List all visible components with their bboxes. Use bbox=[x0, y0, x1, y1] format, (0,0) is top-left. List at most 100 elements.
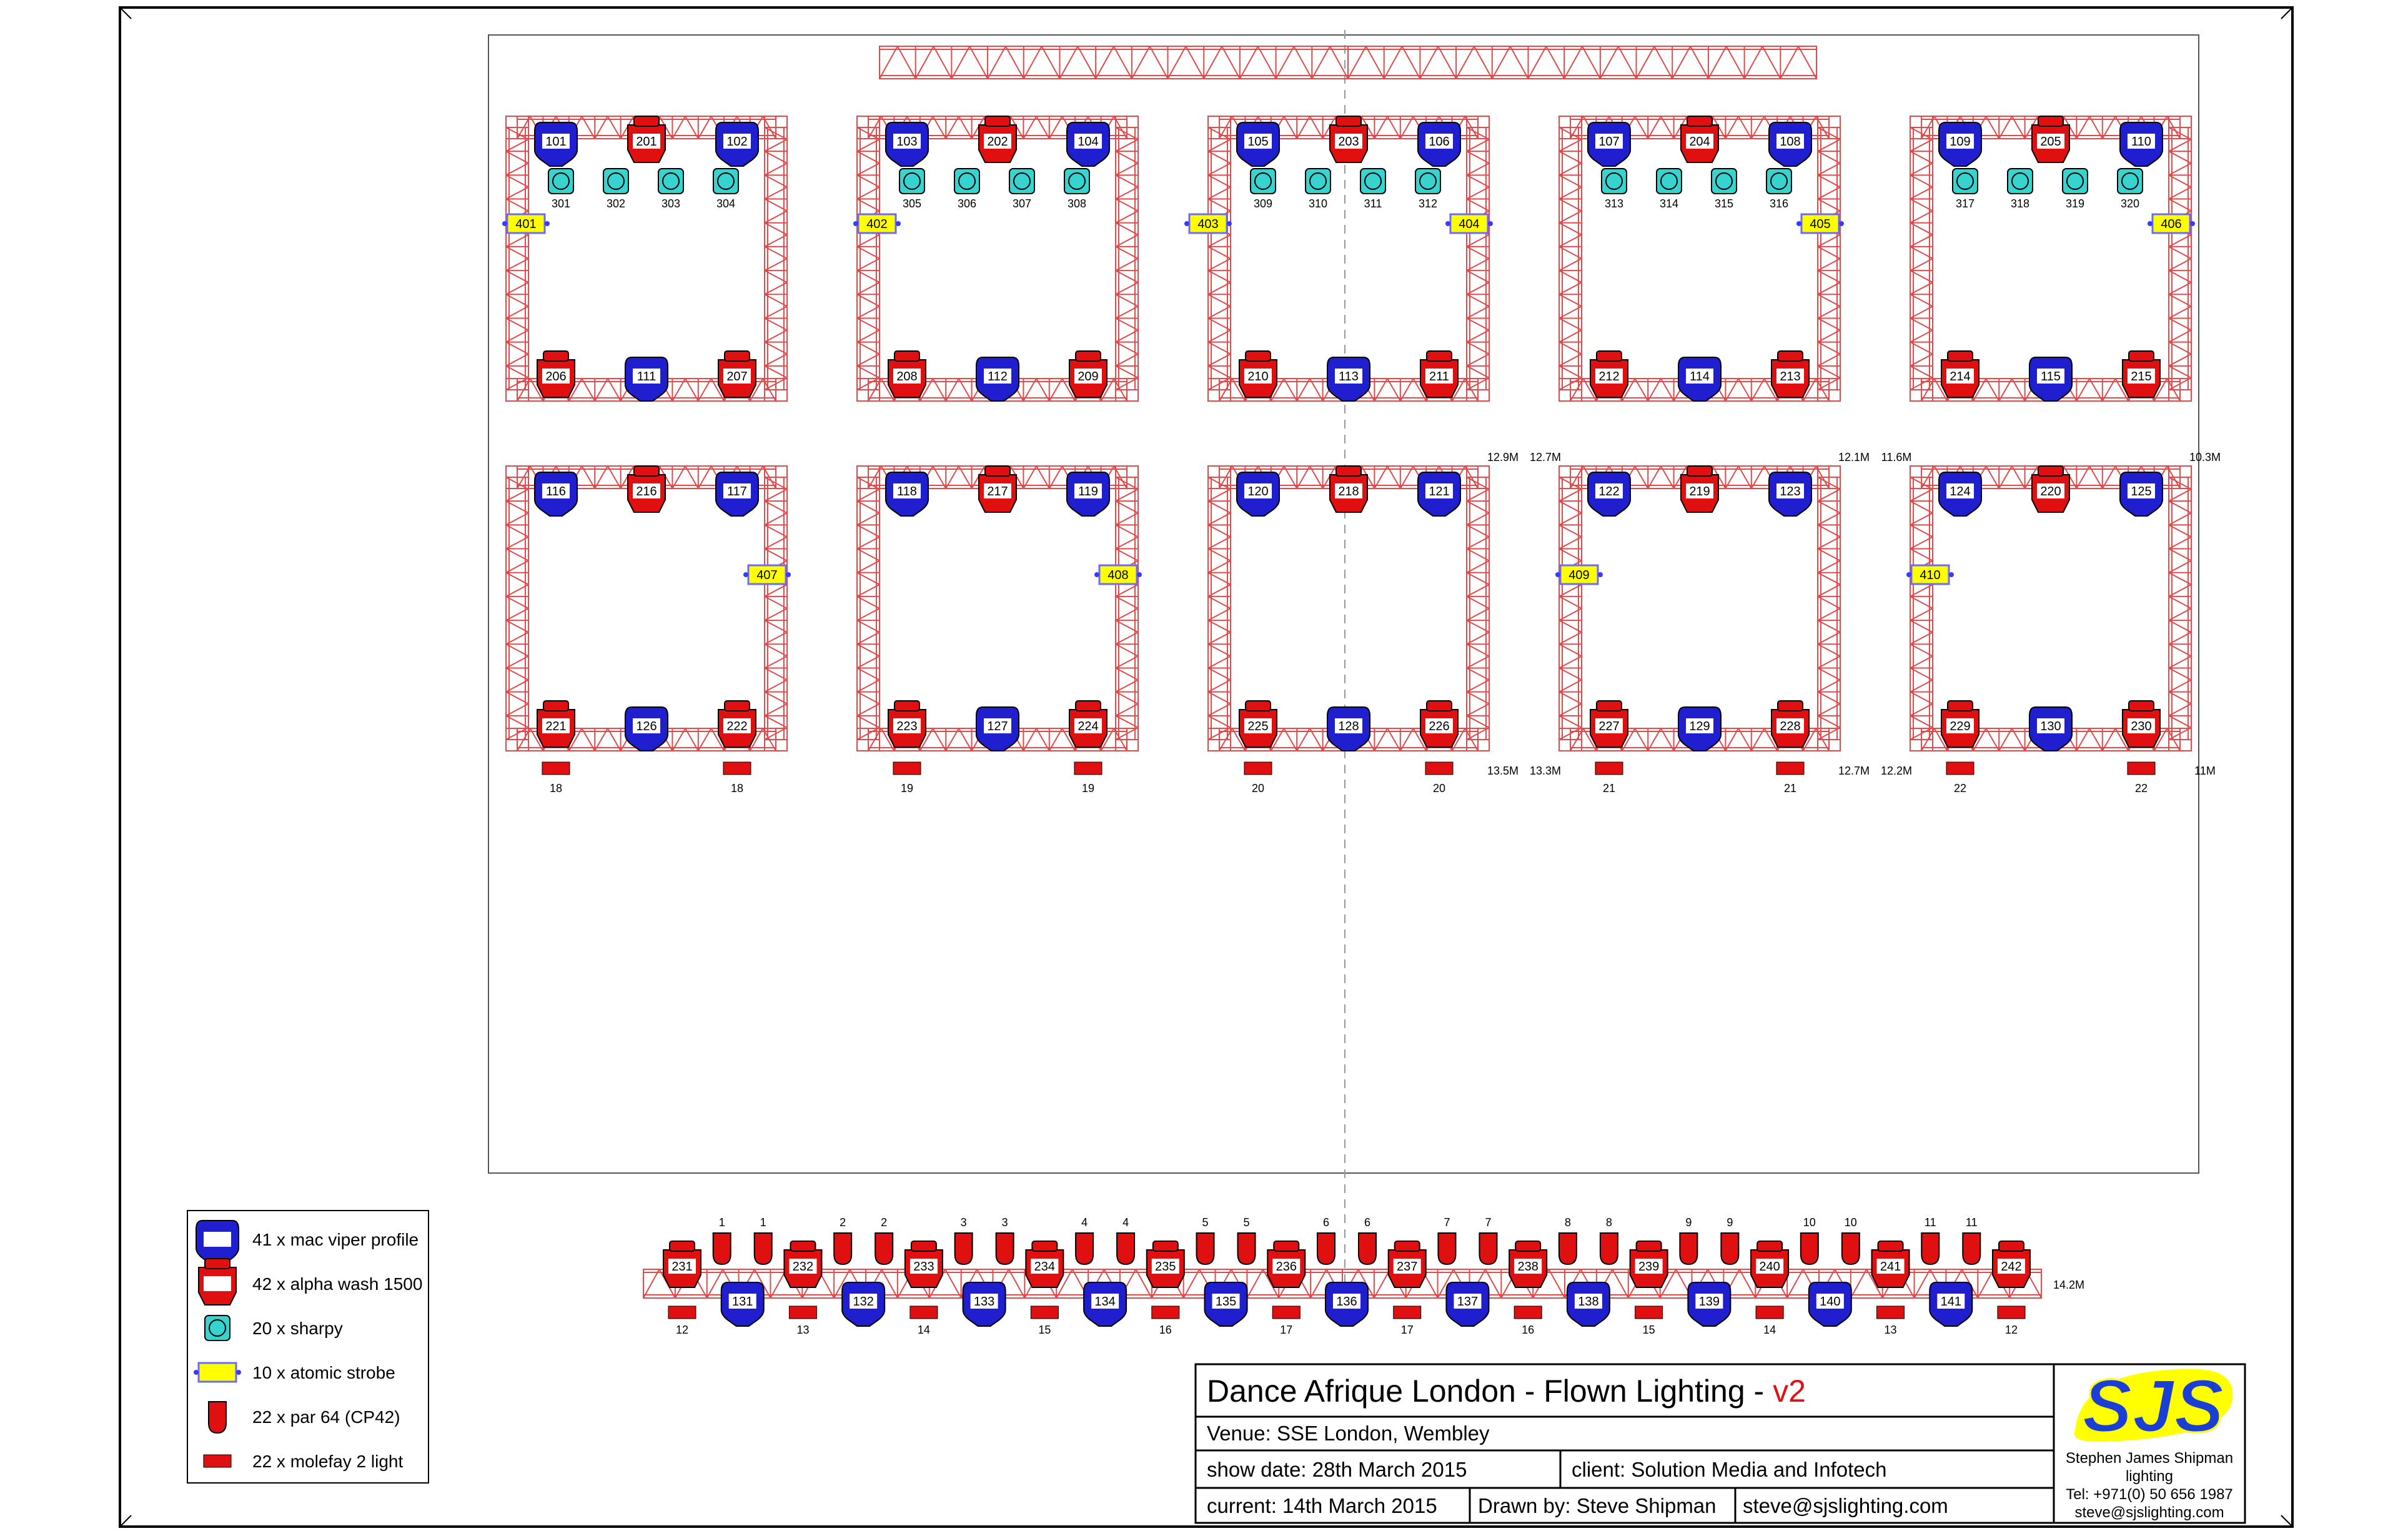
pod-truss-top-web bbox=[607, 116, 622, 139]
alpha-yoke bbox=[633, 465, 660, 477]
viper-fixture-label: 110 bbox=[2131, 135, 2151, 149]
pod-truss-top-web bbox=[1673, 465, 1688, 489]
fixture-label-box bbox=[1335, 134, 1362, 149]
molefay-fixture bbox=[1876, 1306, 1905, 1319]
sharpy-fixture bbox=[1360, 168, 1386, 194]
legend-item-label: 10 x atomic strobe bbox=[252, 1363, 395, 1382]
pod-truss-right-web bbox=[1817, 655, 1841, 669]
pod-truss-right-web bbox=[764, 317, 788, 331]
par-body bbox=[1599, 1232, 1618, 1266]
pod-truss-right-web bbox=[764, 667, 788, 681]
molefay-number: 16 bbox=[1522, 1324, 1534, 1336]
sharpy-lens bbox=[2066, 172, 2084, 190]
alpha-yoke bbox=[1756, 1241, 1783, 1252]
fixture-label-box bbox=[2037, 718, 2064, 733]
pod-truss-top-web bbox=[1360, 465, 1375, 489]
pod-truss-bottom-web bbox=[1998, 378, 2013, 402]
pod-truss-left bbox=[1558, 127, 1582, 390]
fixture-label-box bbox=[1074, 718, 1102, 733]
fixture-label-box bbox=[1074, 134, 1102, 149]
pod-truss-left-web bbox=[1910, 127, 1933, 140]
pod-truss-right-web bbox=[2168, 632, 2192, 645]
fixture-label-box bbox=[728, 1294, 756, 1309]
fixture-label-box bbox=[1335, 483, 1362, 498]
par-fixture bbox=[1800, 1232, 1819, 1266]
molefay-body bbox=[1997, 1306, 2026, 1319]
pod-truss-right bbox=[2168, 477, 2192, 740]
alpha-fixture: 205 bbox=[2031, 116, 2070, 163]
molefay-body bbox=[1635, 1306, 1663, 1319]
pod-truss-top-web bbox=[620, 116, 635, 139]
molefay-body bbox=[2127, 761, 2156, 775]
pod-truss-right-web bbox=[764, 186, 788, 200]
molefay-fixture bbox=[1946, 761, 1974, 775]
par-fixture bbox=[995, 1232, 1014, 1266]
pod-truss-left-web bbox=[856, 488, 880, 502]
pod-truss-bottom-web bbox=[2153, 728, 2168, 751]
front-truss-segment-web bbox=[1913, 1269, 1931, 1299]
drawing-border bbox=[119, 6, 2294, 1528]
pod-truss-bottom-web bbox=[1270, 378, 1285, 402]
pod-truss-left-web bbox=[1910, 477, 1933, 490]
pod-truss-right-web bbox=[2168, 583, 2192, 597]
pod-truss-top-web bbox=[1634, 465, 1649, 489]
sharpy-number: 311 bbox=[1364, 197, 1382, 210]
molefay-body bbox=[1776, 761, 1805, 775]
drawing-title-text: Dance Afrique London - Flown Lighting - bbox=[1207, 1374, 1773, 1409]
viper-fixture-label: 116 bbox=[546, 485, 566, 498]
viper-fixture: 138 bbox=[1566, 1282, 1610, 1327]
fixture-label-box bbox=[1393, 1259, 1421, 1274]
pod-truss-left-web bbox=[1910, 222, 1933, 235]
strobe-clamp bbox=[502, 221, 507, 226]
pod-truss-left-web bbox=[856, 246, 880, 259]
pod-truss-left-web bbox=[1558, 548, 1582, 562]
pod-truss-bottom-web bbox=[697, 378, 712, 402]
sharpy-lens bbox=[1309, 172, 1327, 190]
sharpy-number: 319 bbox=[2066, 197, 2084, 210]
molefay-fixture bbox=[1074, 761, 1102, 775]
alpha-yoke bbox=[1273, 1241, 1300, 1252]
pod-truss-bottom-web bbox=[1763, 378, 1778, 402]
pod-truss-left-web bbox=[1207, 596, 1231, 609]
upstage-truss-segment-web bbox=[1023, 46, 1043, 79]
pod-truss-left-web bbox=[1207, 234, 1231, 247]
pod-truss-right bbox=[1115, 477, 1139, 740]
viper-fixture-label: 103 bbox=[896, 135, 917, 149]
molefay-body bbox=[723, 761, 751, 775]
strobe-clamp bbox=[1839, 221, 1844, 226]
viper-fixture: 122 bbox=[1587, 472, 1631, 517]
pod-truss-right-web bbox=[1115, 655, 1139, 669]
pod-truss-top-web bbox=[581, 116, 596, 139]
molefay-fixture bbox=[1272, 1306, 1301, 1319]
pod-truss-left-web bbox=[1207, 353, 1231, 367]
pod-truss-right-web bbox=[2168, 500, 2192, 514]
pod-truss-left-web bbox=[1207, 679, 1231, 693]
par-body bbox=[1679, 1232, 1698, 1266]
molefay-body bbox=[909, 1306, 938, 1319]
par-fixture bbox=[1116, 1232, 1136, 1266]
alpha-yoke bbox=[633, 116, 660, 127]
viper-fixture: 117 bbox=[715, 472, 759, 517]
pod-truss-right-web bbox=[764, 139, 788, 152]
pod-truss-top-web bbox=[1048, 116, 1063, 139]
pod-truss-right-web bbox=[1466, 174, 1490, 188]
upstage-truss-segment-web bbox=[1041, 46, 1061, 79]
upstage-truss-segment-web bbox=[1059, 46, 1079, 79]
pod-truss-bottom-web bbox=[671, 378, 686, 402]
pod-truss-left-web bbox=[1910, 329, 1933, 343]
pod-truss-left-web bbox=[505, 365, 529, 379]
pod-truss-top-web bbox=[607, 465, 622, 489]
pod-truss-right-web bbox=[1817, 500, 1841, 514]
pod-truss-bottom-web bbox=[1582, 378, 1597, 402]
pod-truss-top-web bbox=[958, 116, 973, 139]
alpha-fixture-label: 211 bbox=[1429, 370, 1449, 384]
pod-truss-left-web bbox=[505, 583, 529, 597]
fixture-label-box bbox=[633, 483, 660, 498]
pod-truss-left-web bbox=[505, 198, 529, 212]
pod-truss-top-web bbox=[697, 116, 712, 139]
alpha-yoke bbox=[543, 700, 569, 711]
pod-truss-right-web bbox=[1115, 305, 1139, 319]
strobe-fixture-label: 410 bbox=[1920, 568, 1940, 582]
rig-height-label: 10.3M bbox=[2189, 451, 2221, 463]
